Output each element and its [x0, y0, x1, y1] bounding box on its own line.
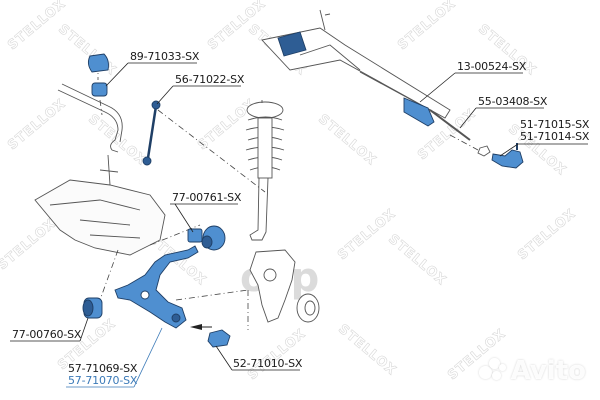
avito-text: Avito	[510, 356, 586, 386]
front-arm-bushing-part	[82, 297, 103, 319]
label-front-arm-bushing: 77-00760-SX	[12, 328, 82, 341]
stabilizer-link-part	[142, 100, 161, 166]
rack-boot-part	[403, 97, 435, 127]
leader-lines	[10, 62, 588, 371]
lock-nut	[477, 145, 491, 157]
lower-control-arm-part	[114, 245, 199, 329]
avito-logo-icon	[478, 358, 507, 384]
stabilizer-bar	[57, 89, 119, 153]
strut-assembly	[245, 100, 285, 241]
stabilizer-bushing-lower	[91, 82, 108, 97]
rear-arm-bushing-part	[187, 225, 226, 251]
tie-rod-end-part	[491, 149, 524, 169]
label-stabilizer-link: 56-71022-SX	[175, 73, 245, 86]
label-steering-rack-boot: 13-00524-SX	[457, 60, 527, 73]
stabilizer-bushing-part	[87, 53, 109, 73]
label-control-arm-right: 57-71070-SX	[68, 374, 138, 387]
label-tie-rod-end-left: 51-71014-SX	[520, 130, 590, 143]
assembly-arrow	[190, 324, 202, 330]
subframe	[34, 179, 166, 256]
steering-rack	[261, 27, 451, 119]
label-tie-rod-end-right: 51-71015-SX	[520, 118, 590, 131]
steering-knuckle	[249, 249, 296, 323]
label-stabilizer-bushing: 89-71033-SX	[130, 50, 200, 63]
highlighted-parts	[82, 31, 524, 348]
avito-watermark: Avito	[478, 356, 586, 386]
inner-tie-rod	[429, 109, 471, 141]
ball-joint-part	[207, 329, 231, 348]
wheel-hub	[296, 293, 320, 323]
label-rear-arm-bushing: 77-00761-SX	[172, 191, 242, 204]
label-ball-joint: 52-71010-SX	[233, 357, 303, 370]
label-inner-tie-rod: 55-03408-SX	[478, 95, 548, 108]
label-control-arm-left: 57-71069-SX	[68, 362, 138, 375]
